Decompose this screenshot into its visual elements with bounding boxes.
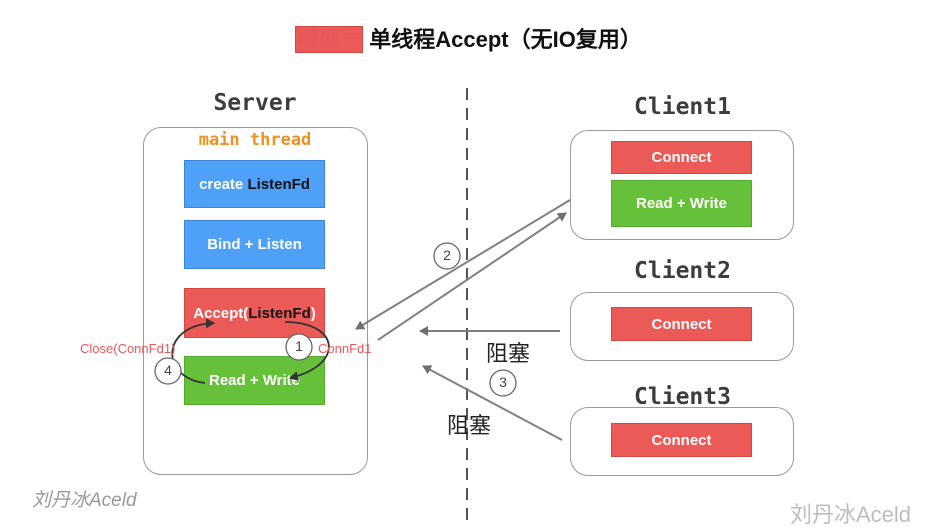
accept-box: Accept(ListenFd) xyxy=(184,288,325,338)
title-model-label: 模型一 xyxy=(295,26,364,53)
arrow-client1-to-accept xyxy=(355,199,571,330)
accept-suffix: ) xyxy=(310,304,316,322)
client1-connect-box: Connect xyxy=(611,141,752,174)
watermark-left: 刘丹冰Aceld xyxy=(32,490,137,511)
step-2-circle xyxy=(433,242,461,270)
arrow-server-to-client1 xyxy=(377,212,567,341)
step-3-circle xyxy=(489,369,517,397)
client1-read-write-box: Read + Write xyxy=(611,180,752,227)
server-read-write-box: Read + Write xyxy=(184,356,325,405)
main-thread-label: main thread xyxy=(198,130,312,150)
title-text: 单线程Accept（无IO复用） xyxy=(363,27,642,52)
connfd-label: ConnFd1 xyxy=(318,341,372,356)
client2-connect-box: Connect xyxy=(611,307,752,341)
client2-label: Client2 xyxy=(634,258,731,284)
client3-label: Client3 xyxy=(634,384,731,410)
create-listenfd-box: create ListenFd xyxy=(184,160,325,208)
arrow-accept-to-rw xyxy=(284,321,330,382)
accept-listenfd-text: ListenFd xyxy=(248,304,311,322)
arrow-rw-to-accept xyxy=(171,318,215,384)
client1-label: Client1 xyxy=(634,94,731,120)
diagram-title: 模型一 单线程Accept（无IO复用） xyxy=(0,22,937,54)
blocked-label-client2: 阻塞 xyxy=(486,341,531,366)
close-connfd-label: Close(ConnFd1) xyxy=(80,341,176,356)
accept-prefix: Accept( xyxy=(193,304,249,322)
server-label: Server xyxy=(213,90,297,116)
blocked-label-client3: 阻塞 xyxy=(447,413,492,438)
step-4-number: 4 xyxy=(164,362,172,378)
client3-connect-box: Connect xyxy=(611,423,752,457)
watermark-right: 刘丹冰Aceld xyxy=(790,502,912,527)
create-listenfd-text: ListenFd xyxy=(247,175,310,193)
step-1-circle xyxy=(285,333,313,361)
create-text: create xyxy=(199,175,248,193)
bind-listen-box: Bind + Listen xyxy=(184,220,325,269)
step-2-number: 2 xyxy=(443,247,451,263)
arrow-client3-blocked xyxy=(422,365,563,441)
step-3-number: 3 xyxy=(499,374,507,390)
step-4-circle xyxy=(154,357,182,385)
step-1-number: 1 xyxy=(295,338,303,354)
